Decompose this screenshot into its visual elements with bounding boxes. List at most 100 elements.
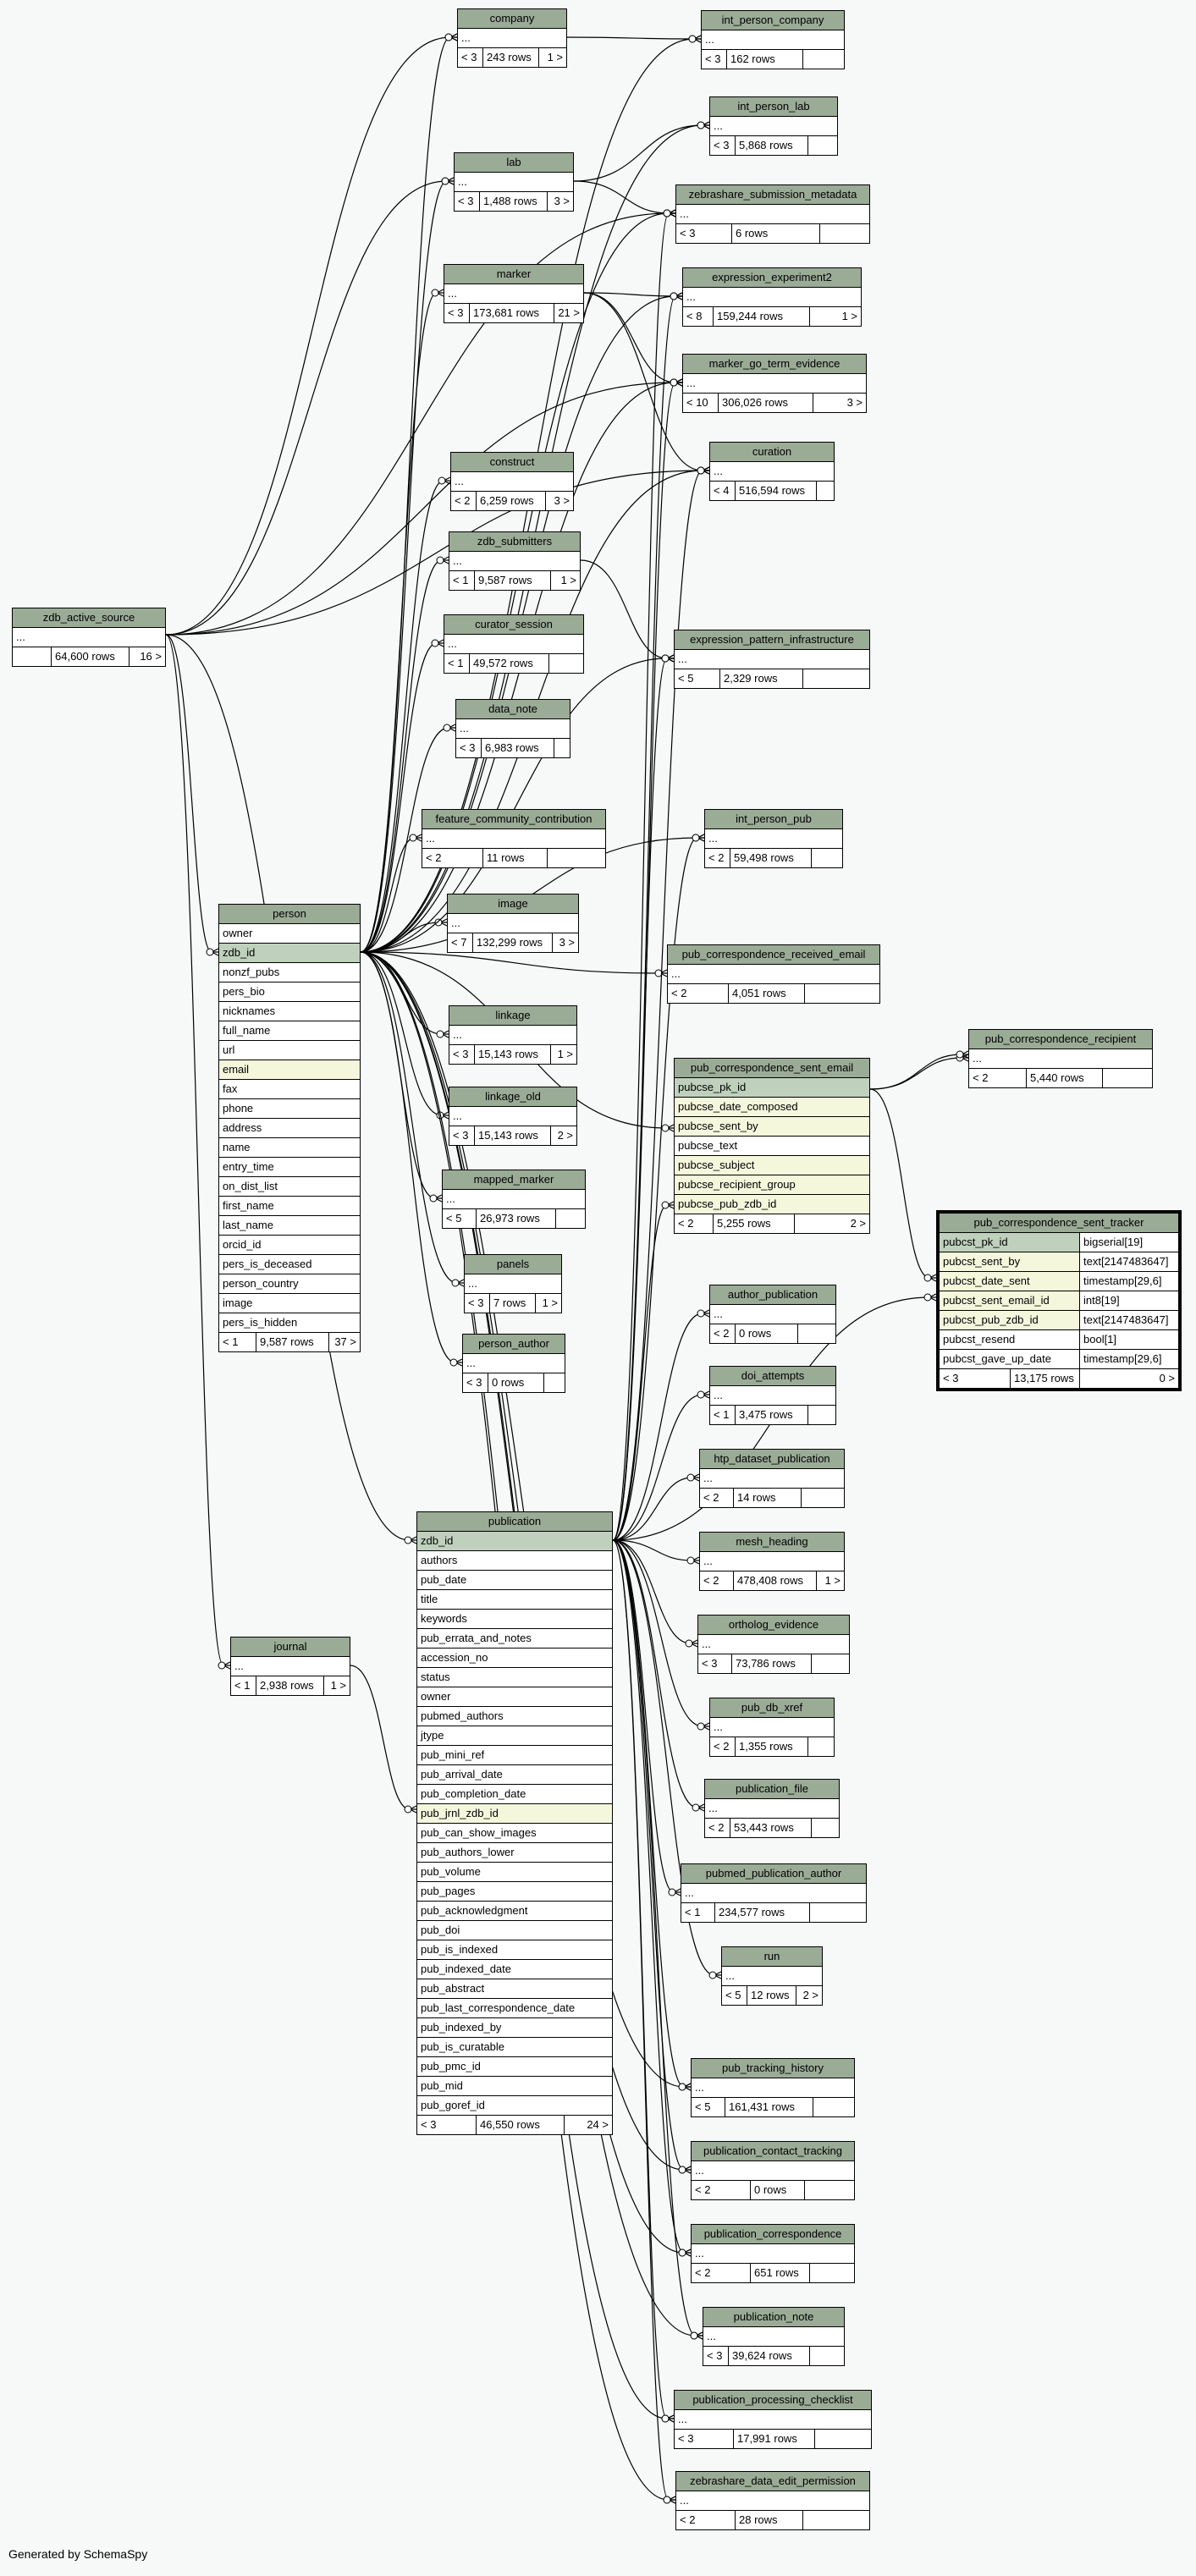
table-header[interactable]: pub_correspondence_received_email: [668, 945, 879, 965]
children-link[interactable]: 21 >: [558, 306, 580, 319]
children-link[interactable]: [554, 739, 570, 757]
parents-link[interactable]: < 2: [668, 984, 729, 1003]
table-header[interactable]: curation: [710, 443, 834, 462]
children-link[interactable]: 3 >: [559, 936, 575, 949]
parents-link[interactable]: < 3: [676, 224, 732, 243]
table-header[interactable]: publication: [417, 1512, 612, 1532]
table-header[interactable]: person: [219, 905, 360, 924]
children-link[interactable]: 1 >: [841, 310, 857, 322]
parents-link[interactable]: < 4: [710, 482, 736, 500]
table-header[interactable]: zdb_submitters: [449, 532, 580, 552]
table-header[interactable]: lab: [455, 153, 573, 173]
parents-link[interactable]: < 5: [443, 1209, 477, 1228]
children-link[interactable]: [802, 1489, 844, 1507]
table-header[interactable]: mapped_marker: [443, 1170, 585, 1190]
table-header[interactable]: pub_db_xref: [710, 1698, 834, 1718]
parents-link[interactable]: < 2: [705, 1819, 730, 1837]
parents-link[interactable]: < 1: [681, 1903, 715, 1922]
children-link[interactable]: 2 >: [557, 1129, 573, 1142]
children-link[interactable]: [812, 849, 842, 867]
children-link[interactable]: 1 >: [547, 51, 563, 63]
table-header[interactable]: data_note: [456, 700, 570, 719]
children-link[interactable]: [803, 2511, 869, 2529]
table-header[interactable]: expression_pattern_infrastructure: [675, 630, 869, 650]
parents-link[interactable]: < 3: [463, 1373, 488, 1392]
children-link[interactable]: [549, 654, 583, 673]
parents-link[interactable]: < 10: [683, 394, 719, 412]
table-header[interactable]: linkage_old: [449, 1087, 576, 1107]
children-link[interactable]: [808, 136, 837, 155]
table-header[interactable]: linkage: [449, 1006, 576, 1026]
children-link[interactable]: [548, 849, 605, 867]
parents-link[interactable]: < 2: [675, 1214, 714, 1233]
children-link[interactable]: 1 >: [560, 574, 576, 586]
table-header[interactable]: zebrashare_data_edit_permission: [676, 2472, 869, 2491]
parents-link[interactable]: < 3: [444, 304, 470, 322]
table-header[interactable]: pub_correspondence_sent_tracker: [940, 1214, 1178, 1233]
parents-link[interactable]: < 3: [940, 1369, 1011, 1388]
children-link[interactable]: 3 >: [554, 195, 570, 207]
parents-link[interactable]: < 2: [692, 2264, 751, 2282]
table-header[interactable]: publication_contact_tracking: [692, 2142, 854, 2161]
children-link[interactable]: [556, 1209, 585, 1228]
children-link[interactable]: [817, 482, 834, 500]
parents-link[interactable]: < 3: [702, 50, 727, 69]
children-link[interactable]: [798, 1324, 835, 1343]
table-header[interactable]: marker: [444, 265, 583, 284]
parents-link[interactable]: < 1: [449, 571, 475, 590]
parents-link[interactable]: < 2: [700, 1489, 734, 1507]
parents-link[interactable]: < 3: [455, 192, 480, 211]
parents-link[interactable]: < 1: [231, 1676, 256, 1695]
table-header[interactable]: expression_experiment2: [683, 268, 861, 288]
parents-link[interactable]: < 1: [710, 1406, 736, 1424]
parents-link[interactable]: < 2: [710, 1324, 736, 1343]
parents-link[interactable]: < 3: [465, 1294, 490, 1313]
children-link[interactable]: 3 >: [554, 494, 570, 507]
parents-link[interactable]: < 3: [449, 1126, 475, 1145]
table-header[interactable]: int_person_pub: [705, 810, 842, 829]
parents-link[interactable]: < 2: [710, 1737, 736, 1756]
children-link[interactable]: 16 >: [140, 650, 162, 663]
table-header[interactable]: feature_community_contribution: [422, 810, 605, 829]
children-link[interactable]: 1 >: [330, 1679, 346, 1692]
parents-link[interactable]: < 3: [417, 2116, 477, 2134]
parents-link[interactable]: < 3: [703, 2347, 729, 2365]
table-header[interactable]: publication_processing_checklist: [675, 2391, 871, 2410]
parents-link[interactable]: < 2: [451, 492, 477, 510]
parents-link[interactable]: < 3: [698, 1654, 732, 1673]
parents-link[interactable]: < 1: [219, 1333, 256, 1351]
children-link[interactable]: [803, 50, 844, 69]
table-header[interactable]: company: [458, 9, 566, 29]
parents-link[interactable]: < 2: [676, 2511, 736, 2529]
children-link[interactable]: 3 >: [846, 396, 863, 409]
children-link[interactable]: 1 >: [542, 1296, 558, 1309]
children-link[interactable]: [805, 2181, 854, 2199]
parents-link[interactable]: < 5: [692, 2098, 725, 2116]
